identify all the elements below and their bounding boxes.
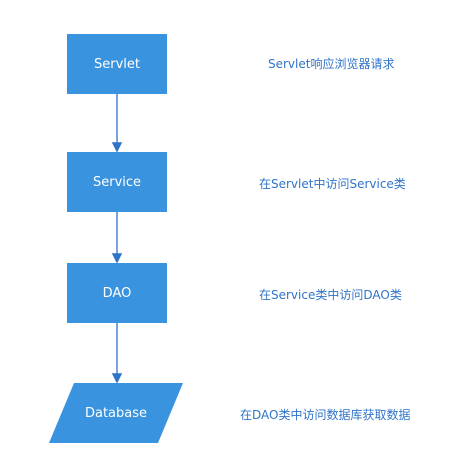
note-database: 在DAO类中访问数据库获取数据: [240, 408, 411, 422]
dao-node: DAO: [67, 263, 167, 323]
service-node: Service: [67, 152, 167, 212]
note-servlet: Servlet响应浏览器请求: [268, 57, 395, 71]
dao-node-label: DAO: [102, 285, 132, 301]
database-node-label: Database: [84, 405, 148, 421]
servlet-node: Servlet: [67, 34, 167, 94]
service-node-label: Service: [92, 174, 142, 190]
database-node-label-wrap: Database: [49, 383, 183, 443]
note-service: 在Servlet中访问Service类: [259, 177, 406, 191]
servlet-node-label: Servlet: [94, 56, 140, 72]
note-dao: 在Service类中访问DAO类: [259, 288, 402, 302]
database-node: [49, 383, 183, 443]
